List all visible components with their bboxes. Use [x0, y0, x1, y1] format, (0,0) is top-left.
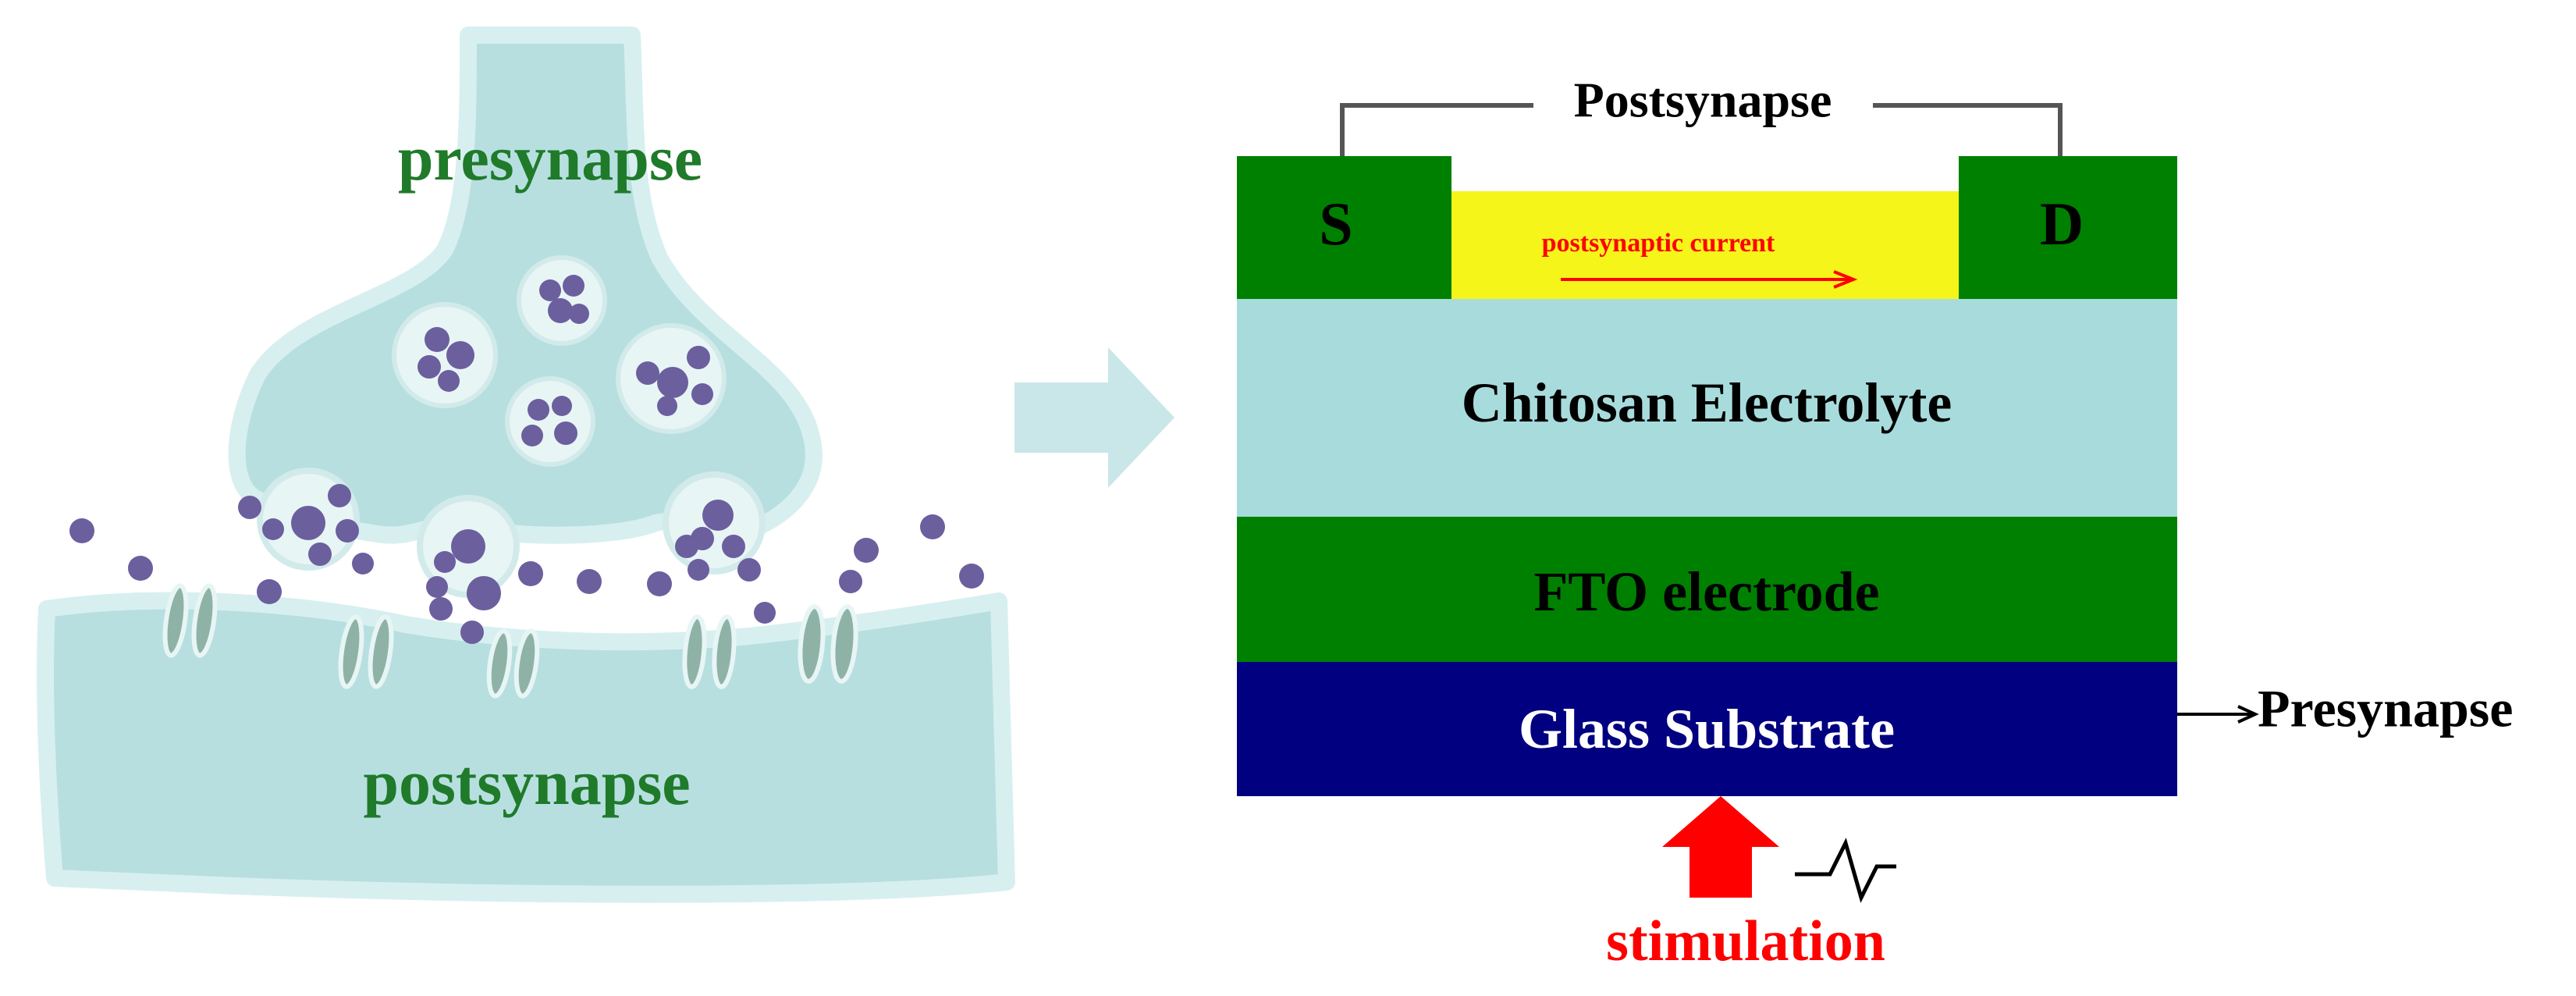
stimulation-label: stimulation [1606, 909, 1885, 973]
glass-substrate-layer [1237, 662, 2177, 796]
postsynapse-wire [1340, 103, 1533, 156]
postsynaptic-cell [37, 592, 1015, 903]
fto-electrode-layer [1237, 517, 2177, 662]
chitosan-electrolyte-layer [1237, 299, 2177, 517]
fto-label: FTO electrode [1533, 560, 1879, 623]
postsynapse-label: postsynapse [363, 747, 690, 818]
postsynaptic-current-label: postsynaptic current [1542, 229, 1775, 258]
ion-channels [162, 583, 858, 699]
neurotransmitters [69, 484, 984, 644]
drain-label: D [2040, 190, 2084, 258]
transition-arrow [1014, 347, 1174, 488]
drain-electrode [1959, 156, 2177, 299]
vesicle [505, 376, 595, 467]
presynapse-arrow-icon [2177, 705, 2259, 724]
glass-label: Glass Substrate [1519, 698, 1895, 760]
source-electrode [1237, 156, 1451, 299]
vesicle [616, 323, 727, 434]
source-label: S [1319, 190, 1352, 258]
current-arrow-icon [1561, 270, 1858, 289]
vesicle [392, 302, 498, 408]
device-presynapse-label: Presynapse [2258, 679, 2513, 738]
vesicle [517, 255, 607, 346]
synaptic-transistor: Postsynapse S D postsynaptic current Chi… [1237, 73, 2513, 973]
pulse-waveform-icon [1795, 838, 1896, 903]
device-postsynapse-label: Postsynapse [1574, 73, 1832, 128]
presynapse-label: presynapse [398, 123, 702, 194]
biological-synapse: presynapse postsynapse [37, 27, 1015, 903]
electrolyte-label: Chitosan Electrolyte [1462, 372, 1952, 434]
stimulation-arrow-icon [1662, 796, 1779, 898]
